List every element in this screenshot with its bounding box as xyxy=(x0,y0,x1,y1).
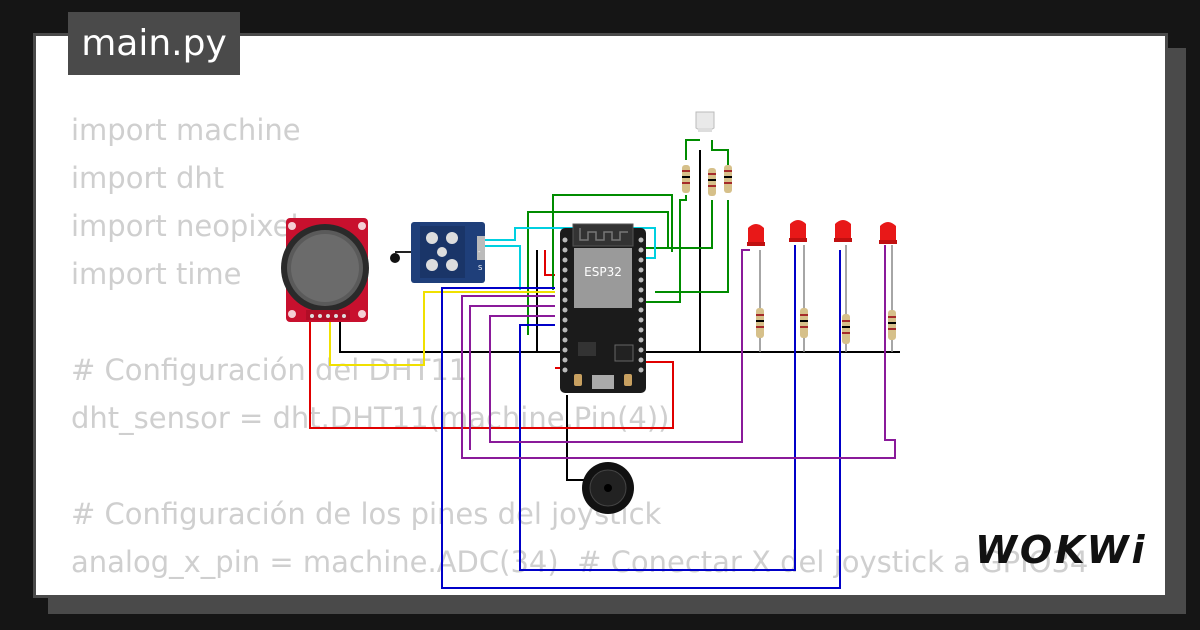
resistors xyxy=(682,165,896,352)
wire-blue xyxy=(519,245,796,571)
esp32-label: ESP32 xyxy=(584,265,622,279)
code-line: import time xyxy=(71,257,242,291)
wire-purple xyxy=(469,305,555,450)
sensor-pin-label: S xyxy=(478,264,483,272)
wire-red xyxy=(309,320,674,429)
wire-green xyxy=(685,139,700,160)
wire-purple xyxy=(489,249,750,443)
code-line: # Configuración del DHT11 xyxy=(71,353,468,387)
sensor-module: - S xyxy=(390,222,485,283)
wire-green xyxy=(655,200,713,249)
wire-yellow xyxy=(329,291,555,366)
wokwi-logo: WOKWi xyxy=(975,528,1148,572)
code-line: analog_x_pin = machine.ADC(34) # Conecta… xyxy=(71,545,1089,579)
code-line: import machine xyxy=(71,113,301,147)
wire-purple xyxy=(461,245,896,459)
buzzer xyxy=(582,462,634,514)
wire-green xyxy=(711,140,729,165)
filename-tab: main.py xyxy=(68,12,240,75)
wire-green xyxy=(645,195,687,303)
wire-red xyxy=(544,250,555,276)
wire-blue xyxy=(441,250,841,589)
code-line: # Configuración de los pines del joystic… xyxy=(71,497,662,531)
wire-cyan xyxy=(483,245,521,290)
code-line: import dht xyxy=(71,161,225,195)
rgb-led xyxy=(695,111,715,132)
wire-green xyxy=(655,200,729,293)
joystick-module xyxy=(281,218,369,322)
wire-black xyxy=(339,320,900,353)
esp32-board: ESP32 xyxy=(560,223,646,393)
sensor-pin-label: - xyxy=(478,248,481,256)
wire-green xyxy=(552,194,673,290)
code-line: import neopixel xyxy=(71,209,299,243)
red-leds xyxy=(747,220,897,246)
